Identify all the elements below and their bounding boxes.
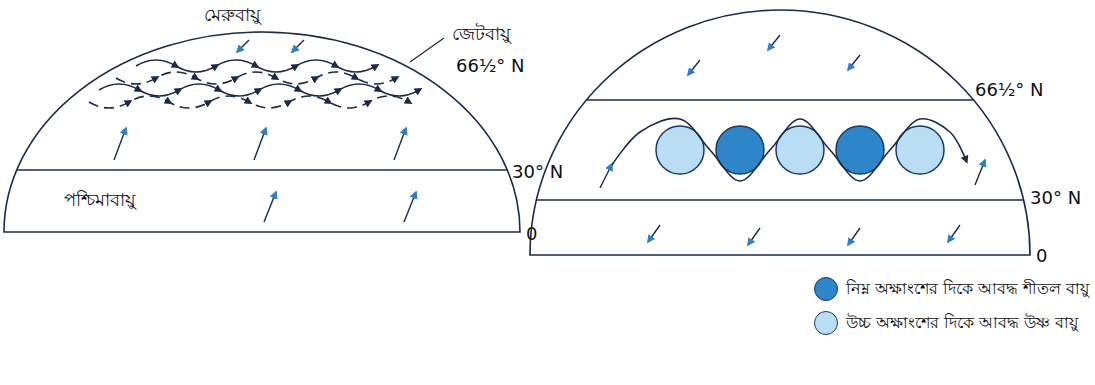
latitude-label: 30° N <box>1030 186 1081 209</box>
left-globe <box>4 32 520 232</box>
wind-arrow <box>688 60 700 75</box>
latitude-line <box>586 99 974 101</box>
westerlies-label: পশ্চিমাবায়ু <box>64 188 136 211</box>
latitude-label: 66½° N <box>456 54 525 77</box>
latitude-label: 66½° N <box>975 78 1044 101</box>
wind-arrow <box>394 128 406 160</box>
wind-arrow <box>848 55 860 70</box>
legend-row: উচ্চ অক্ষাংশের দিকে আবদ্ধ উষ্ণ বায়ু <box>814 306 1089 340</box>
wind-arrow <box>848 228 860 245</box>
wind-arrow <box>948 225 960 242</box>
jet-stream-line <box>89 96 409 108</box>
legend-text: নিম্ন অক্ষাংশের দিকে আবদ্ধ শীতল বায়ু <box>846 279 1089 300</box>
wind-arrow <box>600 164 612 188</box>
wind-arrow <box>648 225 660 242</box>
legend-row: নিম্ন অক্ষাংশের দিকে আবদ্ধ শীতল বায়ু <box>814 272 1089 306</box>
jet-stream-line <box>99 84 419 96</box>
jet-stream-wave <box>612 118 966 181</box>
legend-swatch <box>814 311 838 335</box>
hemisphere-outline <box>4 32 520 232</box>
wind-arrow <box>264 192 276 222</box>
jet-stream-label: জেটবায়ু <box>452 22 511 45</box>
jet-stream-line <box>136 60 376 72</box>
latitude-label: 0 <box>1036 244 1047 267</box>
wind-arrow <box>975 160 985 185</box>
legend-swatch <box>814 277 838 301</box>
wind-arrow <box>748 228 760 245</box>
legend: নিম্ন অক্ষাংশের দিকে আবদ্ধ শীতল বায়ু উচ্… <box>814 272 1089 340</box>
wind-arrow <box>404 192 416 222</box>
wind-arrow <box>114 128 126 160</box>
latitude-line <box>17 169 507 171</box>
wind-arrow <box>768 35 780 50</box>
wind-arrow <box>254 128 266 160</box>
latitude-label: 30° N <box>512 160 563 183</box>
right-globe <box>530 10 1030 255</box>
jet-stream-line <box>116 72 396 84</box>
legend-text: উচ্চ অক্ষাংশের দিকে আবদ্ধ উষ্ণ বায়ু <box>846 313 1078 334</box>
hemisphere-outline <box>530 10 1030 255</box>
wind-arrow <box>237 40 249 52</box>
latitude-line <box>536 199 1024 201</box>
polar-wind-label: মেরুবায়ু <box>204 3 261 26</box>
leader-line <box>410 38 444 62</box>
latitude-label: 0 <box>526 222 537 245</box>
wind-arrow <box>292 40 304 52</box>
